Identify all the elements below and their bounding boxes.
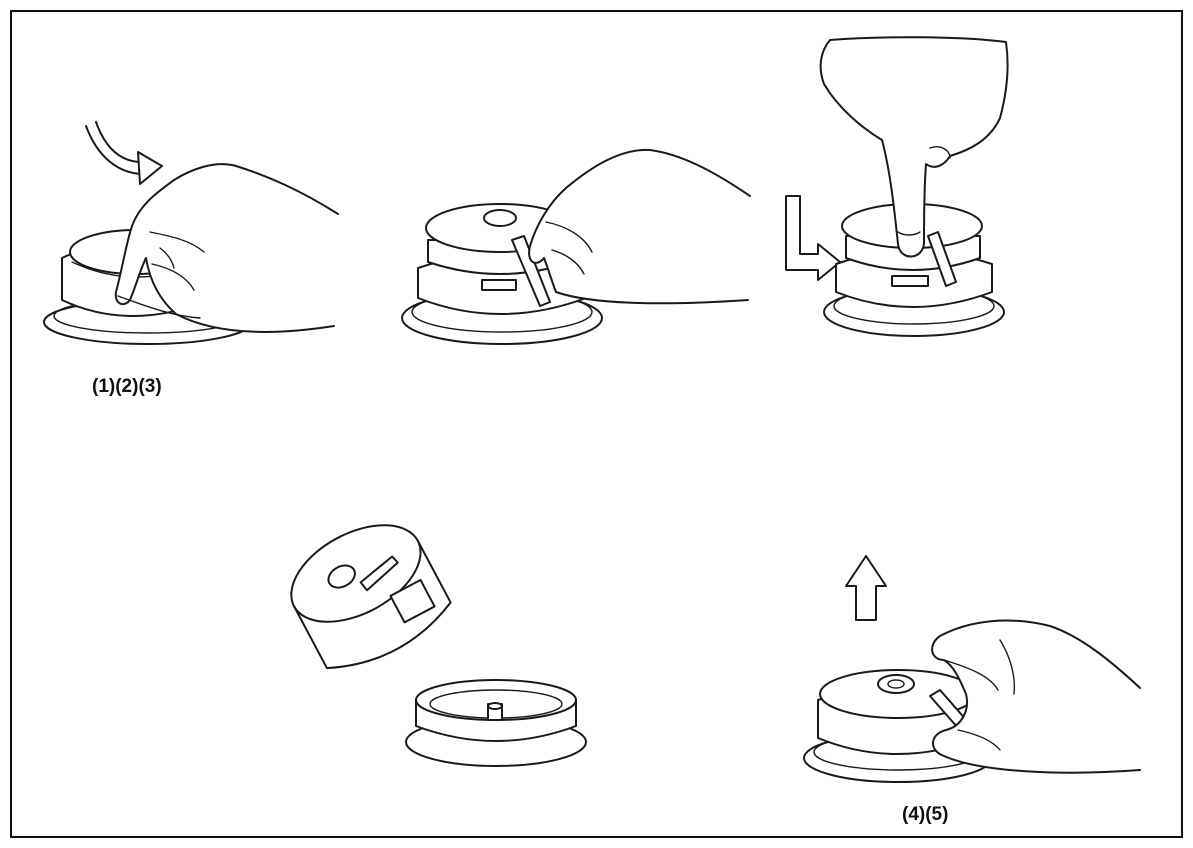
- panel-step-2-hold-tab: [401, 148, 751, 345]
- panel-step-3-press-down: [785, 36, 1009, 337]
- bent-arrow-icon: [785, 195, 841, 281]
- tab-slot: [891, 275, 929, 287]
- panel-step-1-pull-tab: [43, 121, 339, 345]
- spool-center-hole: [877, 674, 915, 694]
- release-tab: [511, 235, 551, 307]
- diagram-frame: [10, 10, 1183, 838]
- step-label-1-2-3: (1)(2)(3): [92, 376, 162, 397]
- curved-arrow-icon: [85, 121, 163, 185]
- spool-center-hole: [483, 209, 517, 227]
- hand-gripping-head: [931, 619, 1141, 774]
- release-tab: [927, 231, 957, 287]
- spool-label-panel: [389, 578, 436, 624]
- loose-spool: [290, 524, 452, 670]
- step-label-4-5: (4)(5): [902, 804, 949, 825]
- hand-pressing-finger: [819, 36, 1009, 258]
- up-arrow-icon: [845, 555, 887, 621]
- panel-step-spool-removed: [290, 524, 587, 767]
- panel-step-4-5-lift: [803, 555, 1141, 783]
- tab-slot: [481, 279, 517, 291]
- hand-holding-tab: [528, 148, 751, 305]
- spool-center-hole: [327, 564, 356, 589]
- release-tab: [359, 555, 399, 592]
